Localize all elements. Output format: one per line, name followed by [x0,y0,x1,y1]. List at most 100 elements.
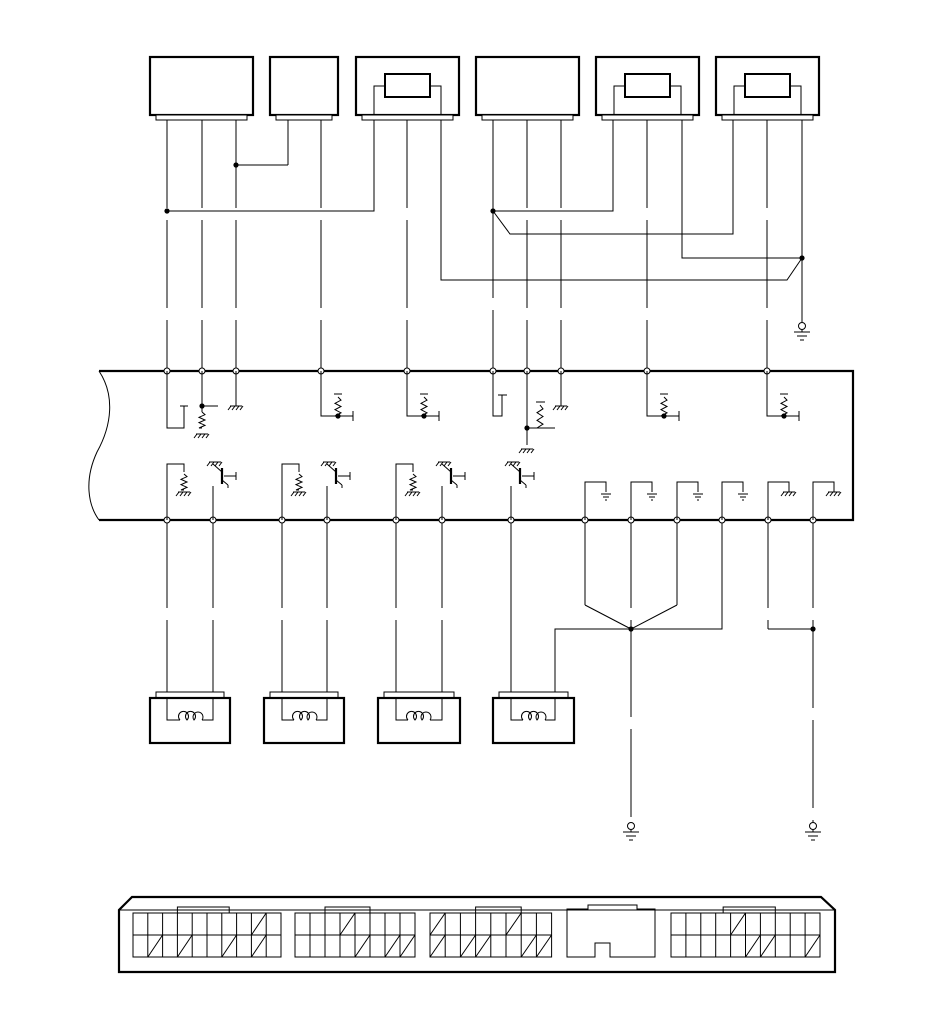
coil-lead [430,698,443,721]
coil-component-4 [491,691,576,745]
component-housing [714,55,821,117]
ground-hatch [784,491,789,497]
resistor-icon [333,396,343,417]
ground-hatch [302,491,307,497]
coil-component-1 [148,691,232,745]
coil-icon [292,711,318,721]
connector-tab [481,114,574,121]
internal-wire [767,481,790,520]
transistor-emitter [335,479,343,486]
element-lead [613,85,625,115]
element-lead [733,85,745,115]
internal-wire [630,481,653,520]
chassis-ground-icon [175,491,192,497]
resistor-icon [197,411,207,429]
unused-pin-mark [147,934,164,958]
internal-wire [766,371,784,417]
ground-hatch [416,491,421,497]
harness-wires [164,120,816,822]
ground-hatch [435,461,440,467]
component-housing [474,55,581,117]
transistor-emitter [519,479,527,486]
chassis-ground-icon [290,491,307,497]
ground-hatch [205,433,210,439]
coil-lead [545,698,556,721]
component-housing [376,696,462,745]
resistor-icon [179,473,189,491]
ground-hatch [833,491,838,497]
component-housing [268,55,340,117]
unused-pin-mark [759,934,776,958]
signal-ground-icon [647,493,657,501]
coil-icon [406,711,432,721]
ground-hatch [443,461,448,467]
ground-terminal [809,822,817,830]
unused-pin-mark [459,934,477,958]
ground-hatch [235,405,240,411]
signal-ground-icon [738,493,748,501]
connector-tab [721,114,814,121]
ground-hatch [206,461,211,467]
ground-hatch [404,491,409,497]
junction-dot [199,403,205,409]
ground-hatch [829,491,834,497]
transistor-icon [510,463,535,488]
ground-hatch [792,491,797,497]
internal-wire [166,463,185,520]
chassis-ground-icon [435,461,452,467]
ground-points [623,322,821,841]
coil-winding [178,711,204,721]
coil-icon [178,711,204,721]
ground-hatch [516,461,521,467]
module-break-line [88,370,111,521]
ground-hatch [197,433,202,439]
internal-wire [584,481,607,520]
transistor-collector [441,463,452,473]
component-housing [262,696,346,745]
element-lead [430,85,442,115]
chassis-ground-icon [504,461,521,467]
resistor-icon [408,473,418,491]
connector-pin-group [294,906,416,958]
top-components [148,55,821,121]
ground-hatch [294,491,299,497]
ground-hatch [175,491,180,497]
ground-hatch [439,461,444,467]
coil-icon [521,711,547,721]
top-component-5 [594,55,701,121]
transistor-emitter [450,479,458,486]
top-component-4 [474,55,581,121]
coil-winding [406,711,432,721]
resistor-icon [419,396,429,417]
element-lead [670,85,682,115]
coil-lead [202,698,214,721]
transistor-icon [212,463,237,488]
internal-wire [395,463,414,520]
resistor-icon [535,404,544,429]
internal-wire [166,371,185,429]
unused-pin-mark [221,934,238,958]
coil-lead [510,698,523,721]
transistor-icon [326,463,351,488]
component-housing [148,55,255,117]
connector-tab [601,114,694,121]
ground-hatch [825,491,830,497]
connector-pin-group [670,906,821,958]
ground-hatch [522,448,527,454]
junction-dot [233,162,239,168]
ground-hatch [324,461,329,467]
internal-wire [646,371,664,417]
internal-wire [812,481,835,520]
ground-hatch [201,433,206,439]
shield-ground-icon [794,322,810,341]
shield-wire [681,120,802,259]
chassis-ground-icon [193,433,210,439]
ground-hatch [214,461,219,467]
element-lead [790,85,802,115]
transistor-emitter [221,479,229,486]
ground-hatch [552,405,557,411]
connector-tab [155,114,248,121]
ground-hatch [508,461,513,467]
component-housing [491,696,576,745]
